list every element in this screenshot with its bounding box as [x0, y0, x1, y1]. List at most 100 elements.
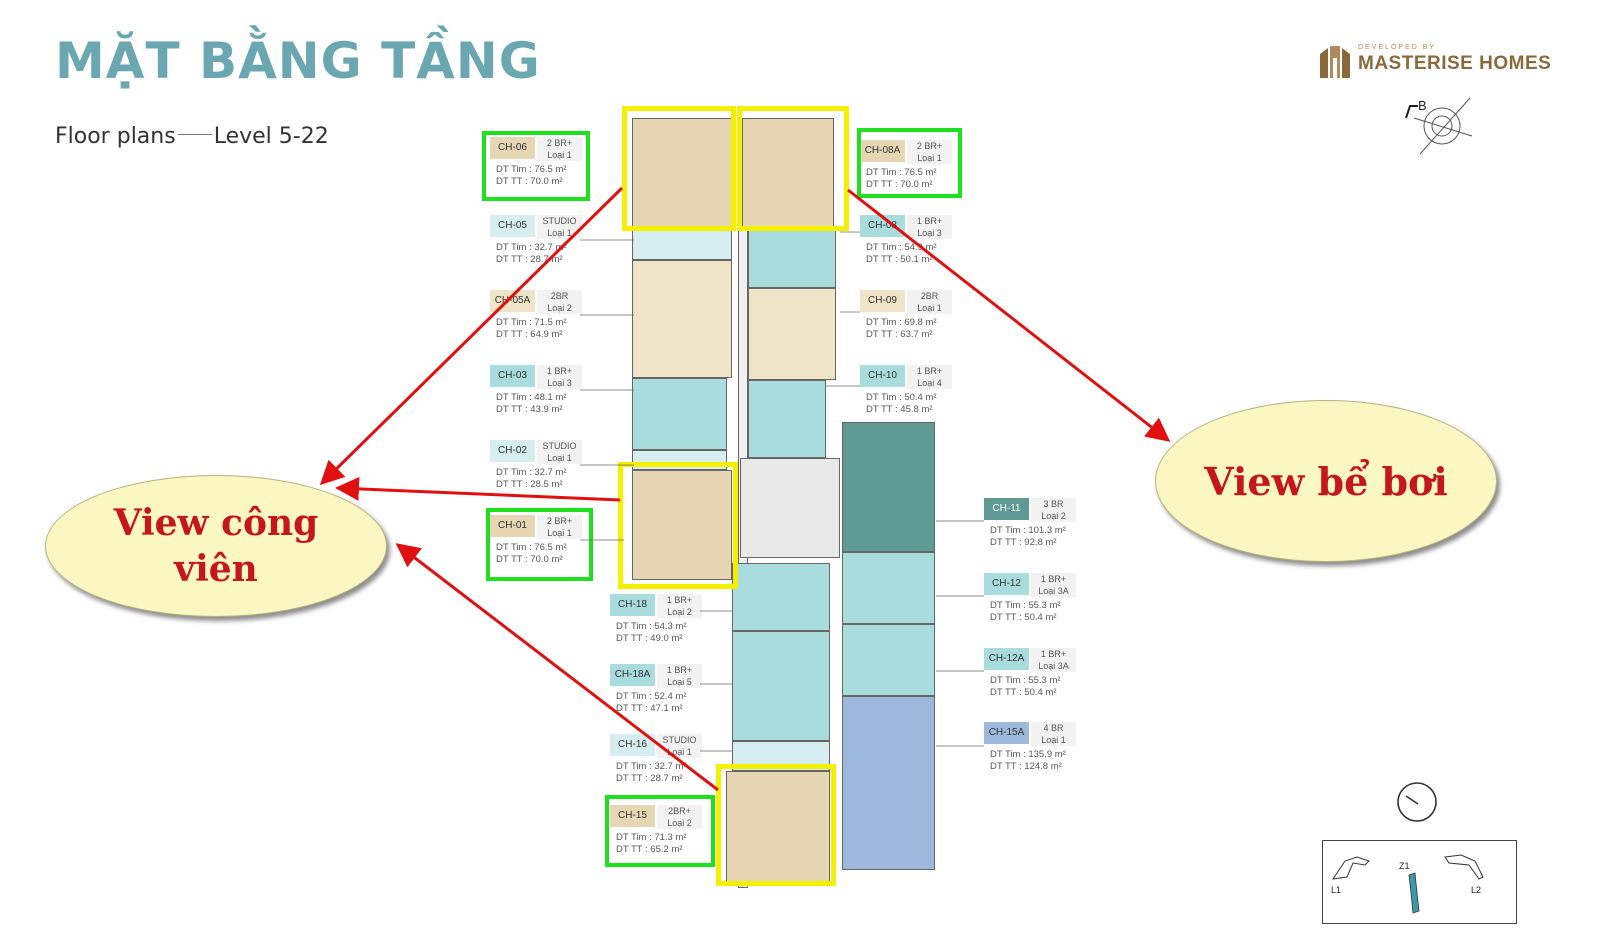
- unit-code: CH-08A: [860, 140, 905, 162]
- unit-dt-tim: DT Tim : 48.1 m²: [496, 392, 567, 403]
- unit-bedrooms: STUDIO: [542, 216, 577, 226]
- unit-loai: Loại 3: [917, 228, 942, 238]
- unit-dt-tim: DT Tim : 54.9 m²: [866, 242, 937, 253]
- page-title: MẶT BẰNG TẦNG: [55, 32, 541, 90]
- plan-unit-ch-01: [632, 470, 732, 580]
- keymap-l1: L1: [1331, 885, 1342, 895]
- unit-dt-tt: DT TT : 65.2 m²: [616, 844, 683, 855]
- unit-dt-tt: DT TT : 45.8 m²: [866, 404, 933, 415]
- unit-dt-tim: DT Tim : 71.5 m²: [496, 317, 567, 328]
- page-subtitle: Floor plans Level 5-22: [55, 124, 329, 149]
- unit-dt-tim: DT Tim : 55.3 m²: [990, 675, 1061, 686]
- plan-unit-ch-03: [632, 378, 727, 450]
- unit-dt-tt: DT TT : 28.7 m²: [616, 773, 683, 784]
- unit-dt-tt: DT TT : 70.0 m²: [496, 176, 563, 187]
- unit-bedrooms: 4 BR: [1043, 723, 1064, 733]
- unit-bedrooms: 1 BR+: [1040, 649, 1067, 659]
- plan-unit-ch-18a: [732, 631, 830, 741]
- unit-dt-tt: DT TT : 50.4 m²: [990, 687, 1057, 698]
- unit-dt-tt: DT TT : 70.0 m²: [496, 554, 563, 565]
- developed-by-label: DEVELOPED BY: [1358, 44, 1437, 51]
- highlight-ch-06: [622, 106, 736, 231]
- unit-loai: Loại 1: [547, 453, 572, 463]
- keymap-l2: L2: [1471, 885, 1482, 895]
- unit-dt-tt: DT TT : 43.9 m²: [496, 404, 563, 415]
- unit-dt-tt: DT TT : 50.4 m²: [990, 612, 1057, 623]
- plan-unit-ch-10: [748, 380, 826, 458]
- unit-loai: Loại 2: [667, 607, 692, 617]
- unit-dt-tt: DT TT : 50.1 m²: [866, 254, 933, 265]
- callout-park-view: View công viên: [45, 475, 387, 617]
- unit-loai: Loại 1: [547, 228, 572, 238]
- unit-dt-tim: DT Tim : 32.7 m²: [496, 467, 567, 478]
- unit-code: CH-12: [984, 573, 1029, 595]
- unit-bedrooms: STUDIO: [542, 441, 577, 451]
- unit-loai: Loại 4: [917, 378, 942, 388]
- unit-dt-tt: DT TT : 64.9 m²: [496, 329, 563, 340]
- highlight-label-ch-08a: [857, 128, 962, 198]
- plan-unit-ch-15a: [842, 696, 935, 870]
- unit-bedrooms: 1 BR+: [666, 595, 693, 605]
- unit-dt-tim: DT Tim : 69.8 m²: [866, 317, 937, 328]
- unit-dt-tt: DT TT : 63.7 m²: [866, 329, 933, 340]
- unit-type: 2BR+ Loại 2: [657, 805, 702, 829]
- unit-bedrooms: 1 BR+: [546, 366, 573, 376]
- unit-type: 1 BR+Loại 3: [907, 215, 952, 239]
- highlight-label-ch-01: [486, 508, 593, 581]
- highlight-label-ch-15: [605, 795, 715, 867]
- plan-unit-ch-06: [632, 118, 732, 230]
- unit-loai: Loại 1: [917, 153, 942, 163]
- unit-loai: Loại 2: [667, 818, 692, 828]
- unit-dt-tim: DT Tim : 54.3 m²: [616, 621, 687, 632]
- brand-name: MASTERISE HOMES: [1358, 53, 1552, 74]
- unit-type: 2 BR+Loại 1: [537, 515, 582, 539]
- plan-unit-ch-18: [732, 563, 830, 631]
- unit-dt-tim: DT Tim : 76.5 m²: [496, 164, 567, 175]
- unit-dt-tim: DT Tim : 135.9 m²: [990, 749, 1066, 760]
- unit-code: CH-09: [860, 290, 905, 312]
- plan-unit-ch-08a: [742, 118, 834, 230]
- unit-dt-tt: DT TT : 124.8 m²: [990, 761, 1062, 772]
- unit-code: CH-03: [490, 365, 535, 387]
- unit-type: 1 BR+Loại 3A: [1031, 573, 1076, 597]
- plan-unit-ch-11: [842, 422, 935, 552]
- unit-type: 2 BR+Loại 1: [537, 137, 582, 161]
- subtitle-floor-plans: Floor plans: [55, 124, 176, 149]
- unit-dt-tt: DT TT : 47.1 m²: [616, 703, 683, 714]
- unit-code: CH-08: [860, 215, 905, 237]
- callout-pool-text: View bể bơi: [1204, 458, 1448, 504]
- unit-dt-tim: DT Tim : 50.4 m²: [866, 392, 937, 403]
- compass-letter: B: [1418, 98, 1427, 113]
- unit-dt-tt: DT TT : 28.7 m²: [496, 254, 563, 265]
- compass-icon: B: [1405, 97, 1473, 155]
- unit-loai: Loại 2: [1041, 511, 1066, 521]
- unit-bedrooms: 2BR+: [668, 806, 691, 816]
- callout-pool-view: View bể bơi: [1155, 400, 1497, 562]
- plan-unit-ch-12: [842, 552, 935, 624]
- unit-loai: Loại 1: [547, 528, 572, 538]
- unit-code: CH-06: [490, 137, 535, 159]
- subtitle-level: Level 5-22: [213, 124, 329, 149]
- unit-code: CH-10: [860, 365, 905, 387]
- unit-code: CH-18: [610, 594, 655, 616]
- unit-loai: Loại 1: [917, 303, 942, 313]
- unit-bedrooms: 1 BR+: [1040, 574, 1067, 584]
